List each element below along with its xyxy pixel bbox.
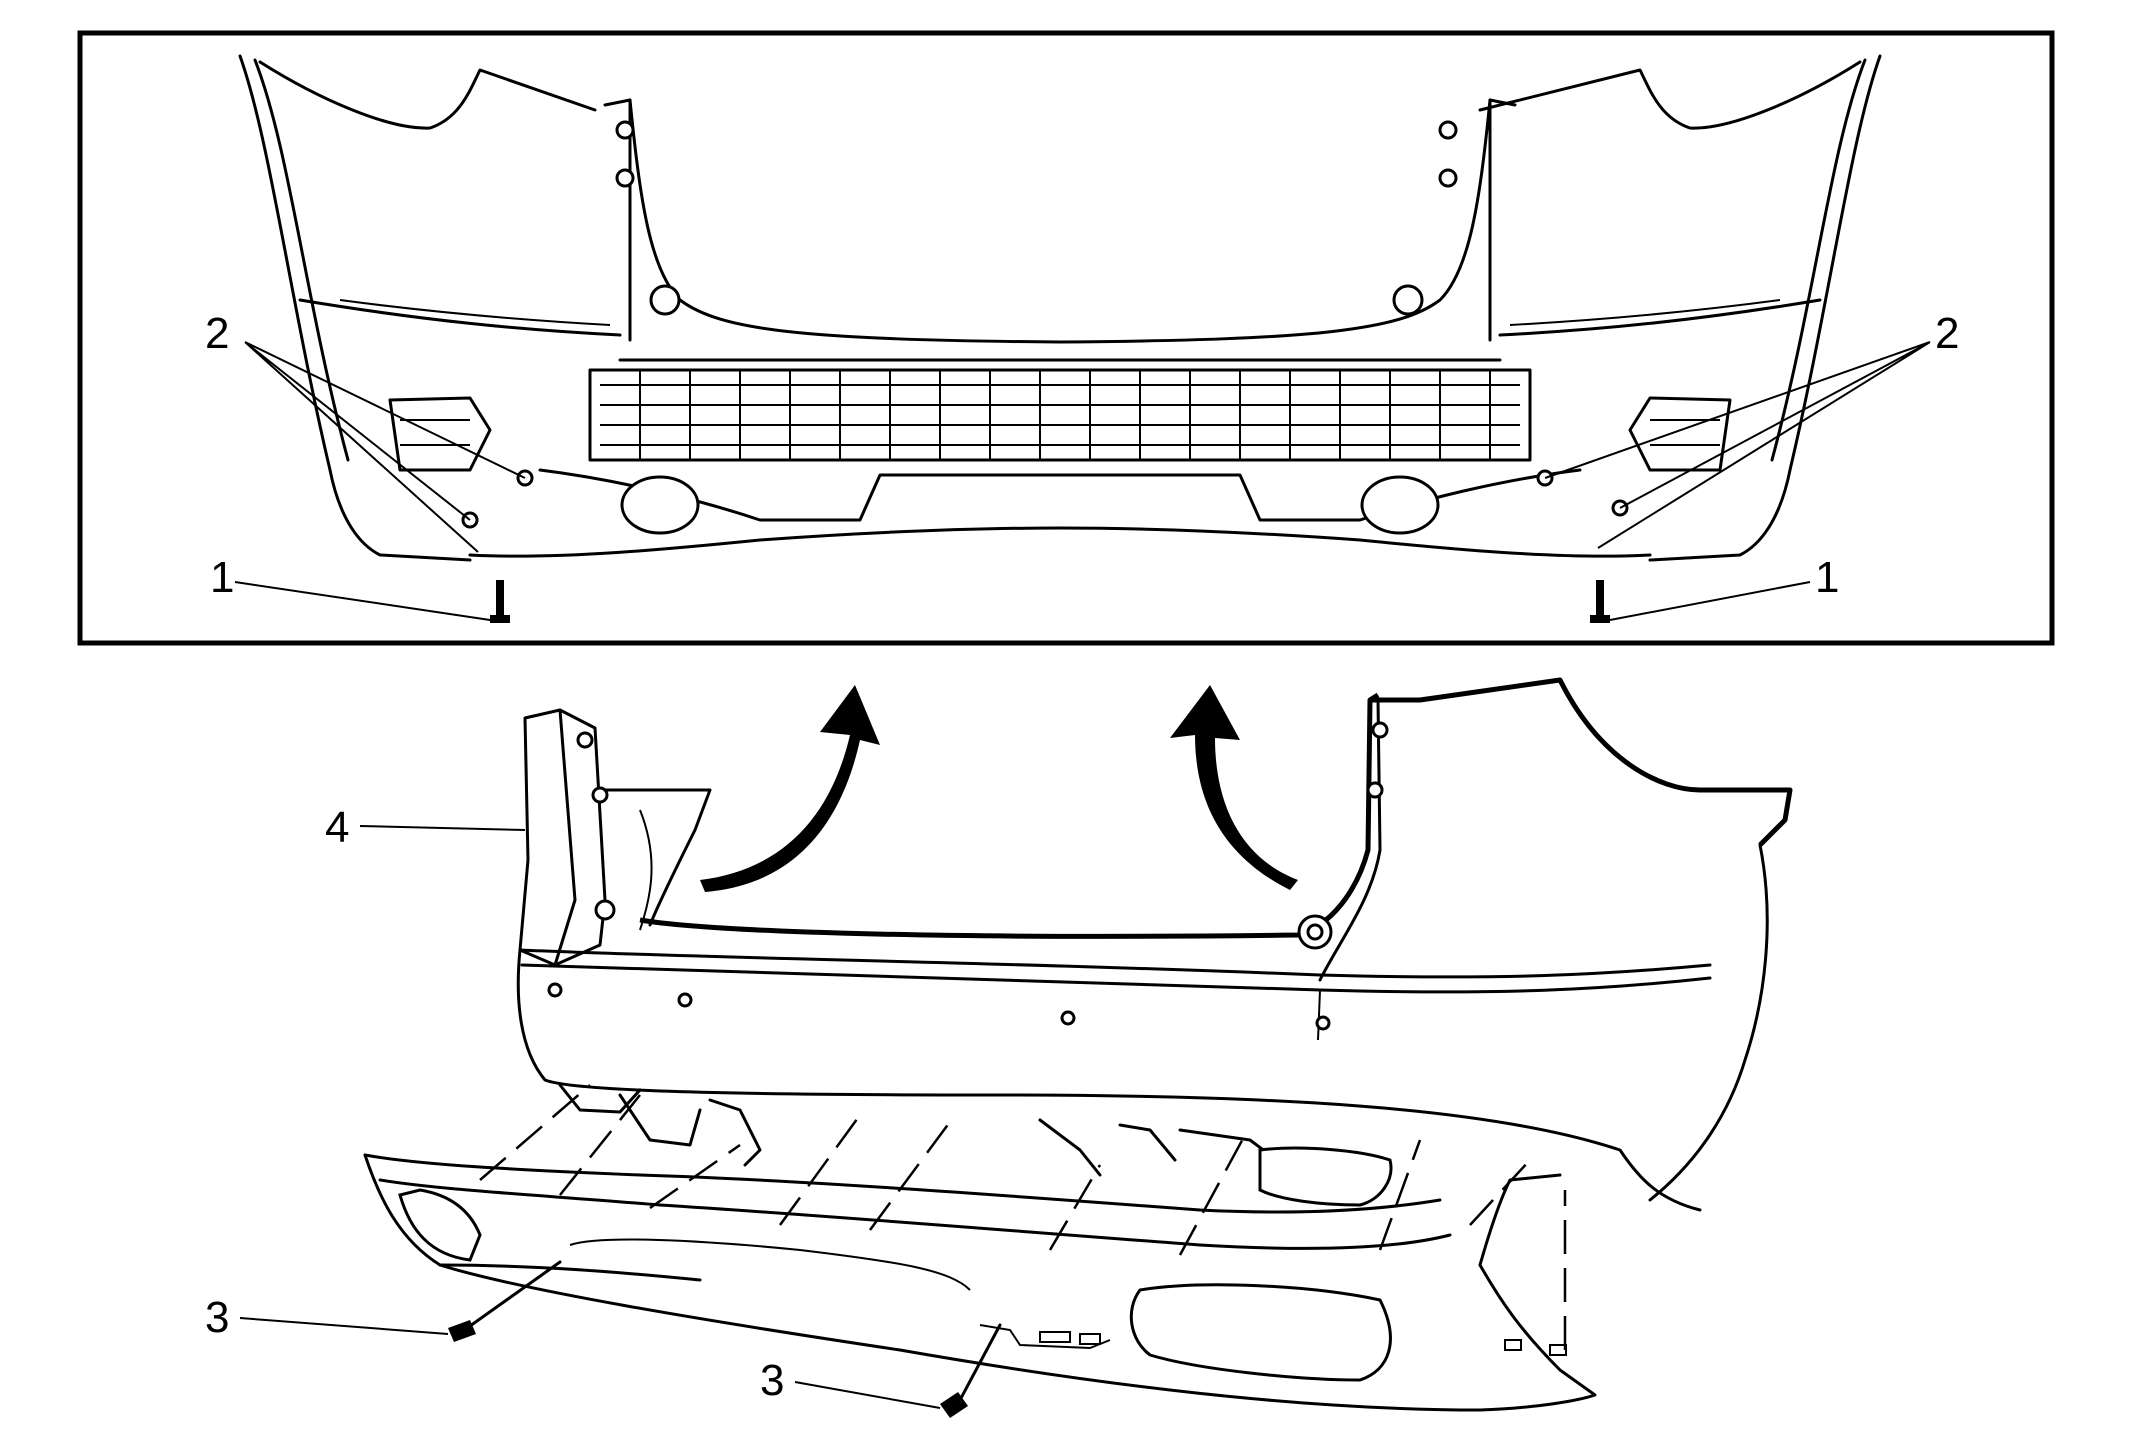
lower-valance: 3 3	[205, 1084, 1597, 1418]
fascia-body	[516, 948, 1702, 1212]
callout-4: 4	[325, 803, 349, 852]
main-fascia: 4	[325, 677, 1793, 1212]
sensor-hole-3	[1060, 1010, 1076, 1026]
inset-right-fog-opening	[1360, 475, 1440, 535]
callout-1-left: 1	[210, 553, 234, 602]
fascia-top-edge	[639, 677, 1793, 939]
inset-left-fog-opening	[620, 475, 700, 535]
inset-screw-right	[1590, 580, 1610, 623]
curved-arrows	[700, 685, 1298, 892]
callout-3-bottom: 3	[760, 1356, 784, 1405]
callout-2-left: 2	[205, 309, 229, 358]
callout-2-right: 2	[1935, 309, 1959, 358]
arrow-left-icon	[700, 685, 880, 892]
callout-3-left: 3	[205, 1293, 229, 1342]
inset-upper-panel	[603, 98, 1517, 344]
sensor-hole-2	[677, 992, 693, 1008]
inset-grille	[588, 358, 1532, 462]
valance-outline	[363, 1153, 1597, 1412]
leader-2-left	[244, 341, 526, 553]
alignment-dash-lines	[479, 1084, 1567, 1350]
fascia-left-post	[518, 708, 607, 967]
inset-left-wing	[238, 54, 472, 562]
leader-1-right	[1609, 581, 1811, 621]
leader-3-left	[239, 1317, 449, 1335]
inset-screw-left	[490, 580, 510, 623]
callout-1-right: 1	[1815, 553, 1839, 602]
leader-4	[359, 825, 526, 831]
arrow-right-icon	[1170, 685, 1298, 890]
sensor-hole-4	[1315, 1015, 1331, 1031]
leader-1-left	[234, 581, 491, 621]
inset-lower-valance	[468, 526, 1652, 558]
detail-inset: 2 2 1 1	[77, 30, 2055, 646]
leader-2-right	[1544, 341, 1931, 549]
bolt-left	[448, 1260, 562, 1342]
right-fog-opening	[1258, 1146, 1393, 1207]
right-exhaust-opening	[1129, 1283, 1392, 1382]
bolt-bottom	[940, 1323, 1002, 1418]
left-exhaust-opening	[398, 1188, 482, 1262]
leader-3-bottom	[794, 1381, 941, 1409]
sensor-hole-1	[547, 982, 563, 998]
inset-frame	[77, 30, 2055, 646]
inset-right-wing	[1648, 54, 1882, 562]
